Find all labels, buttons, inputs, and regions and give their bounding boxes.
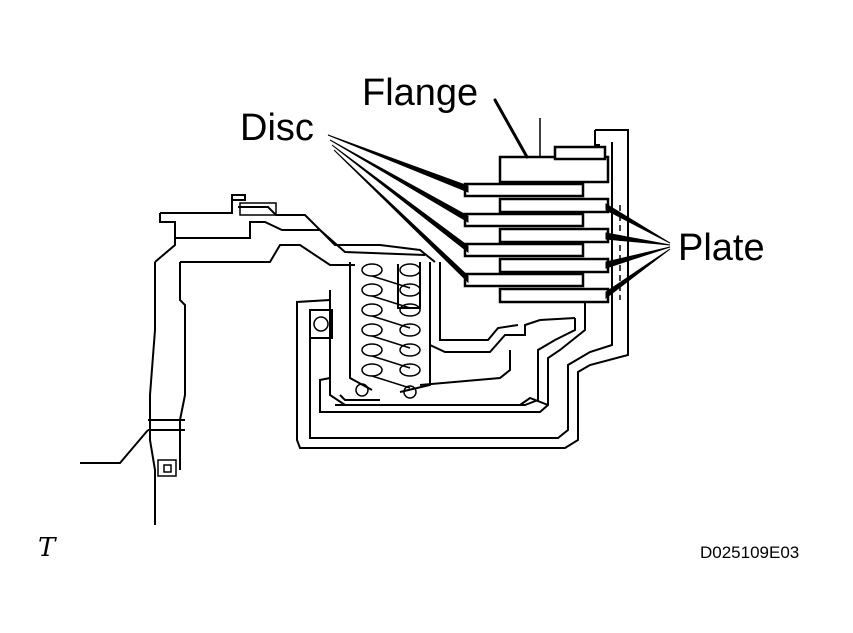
flange-part: [498, 155, 610, 184]
plate-part: [498, 257, 610, 274]
flange-label: Flange: [362, 72, 478, 114]
disc-part: [463, 272, 585, 288]
plate-label: Plate: [678, 227, 765, 269]
disc-part: [463, 212, 585, 228]
plate-leaders: [605, 203, 671, 300]
clutch-pack: [463, 145, 621, 304]
disc-part: [463, 182, 585, 198]
plate-part: [498, 287, 610, 304]
plate-part: [498, 197, 610, 214]
flange-leader: [493, 98, 541, 159]
disc-leaders: [327, 134, 469, 284]
disc-part: [463, 242, 585, 258]
plate-part: [498, 227, 610, 244]
clutch-drum-housing: [80, 129, 629, 525]
figure-code: D025109E03: [700, 543, 799, 562]
return-spring: [349, 262, 431, 399]
disc-label: Disc: [240, 107, 314, 149]
corner-mark: T: [38, 533, 57, 563]
